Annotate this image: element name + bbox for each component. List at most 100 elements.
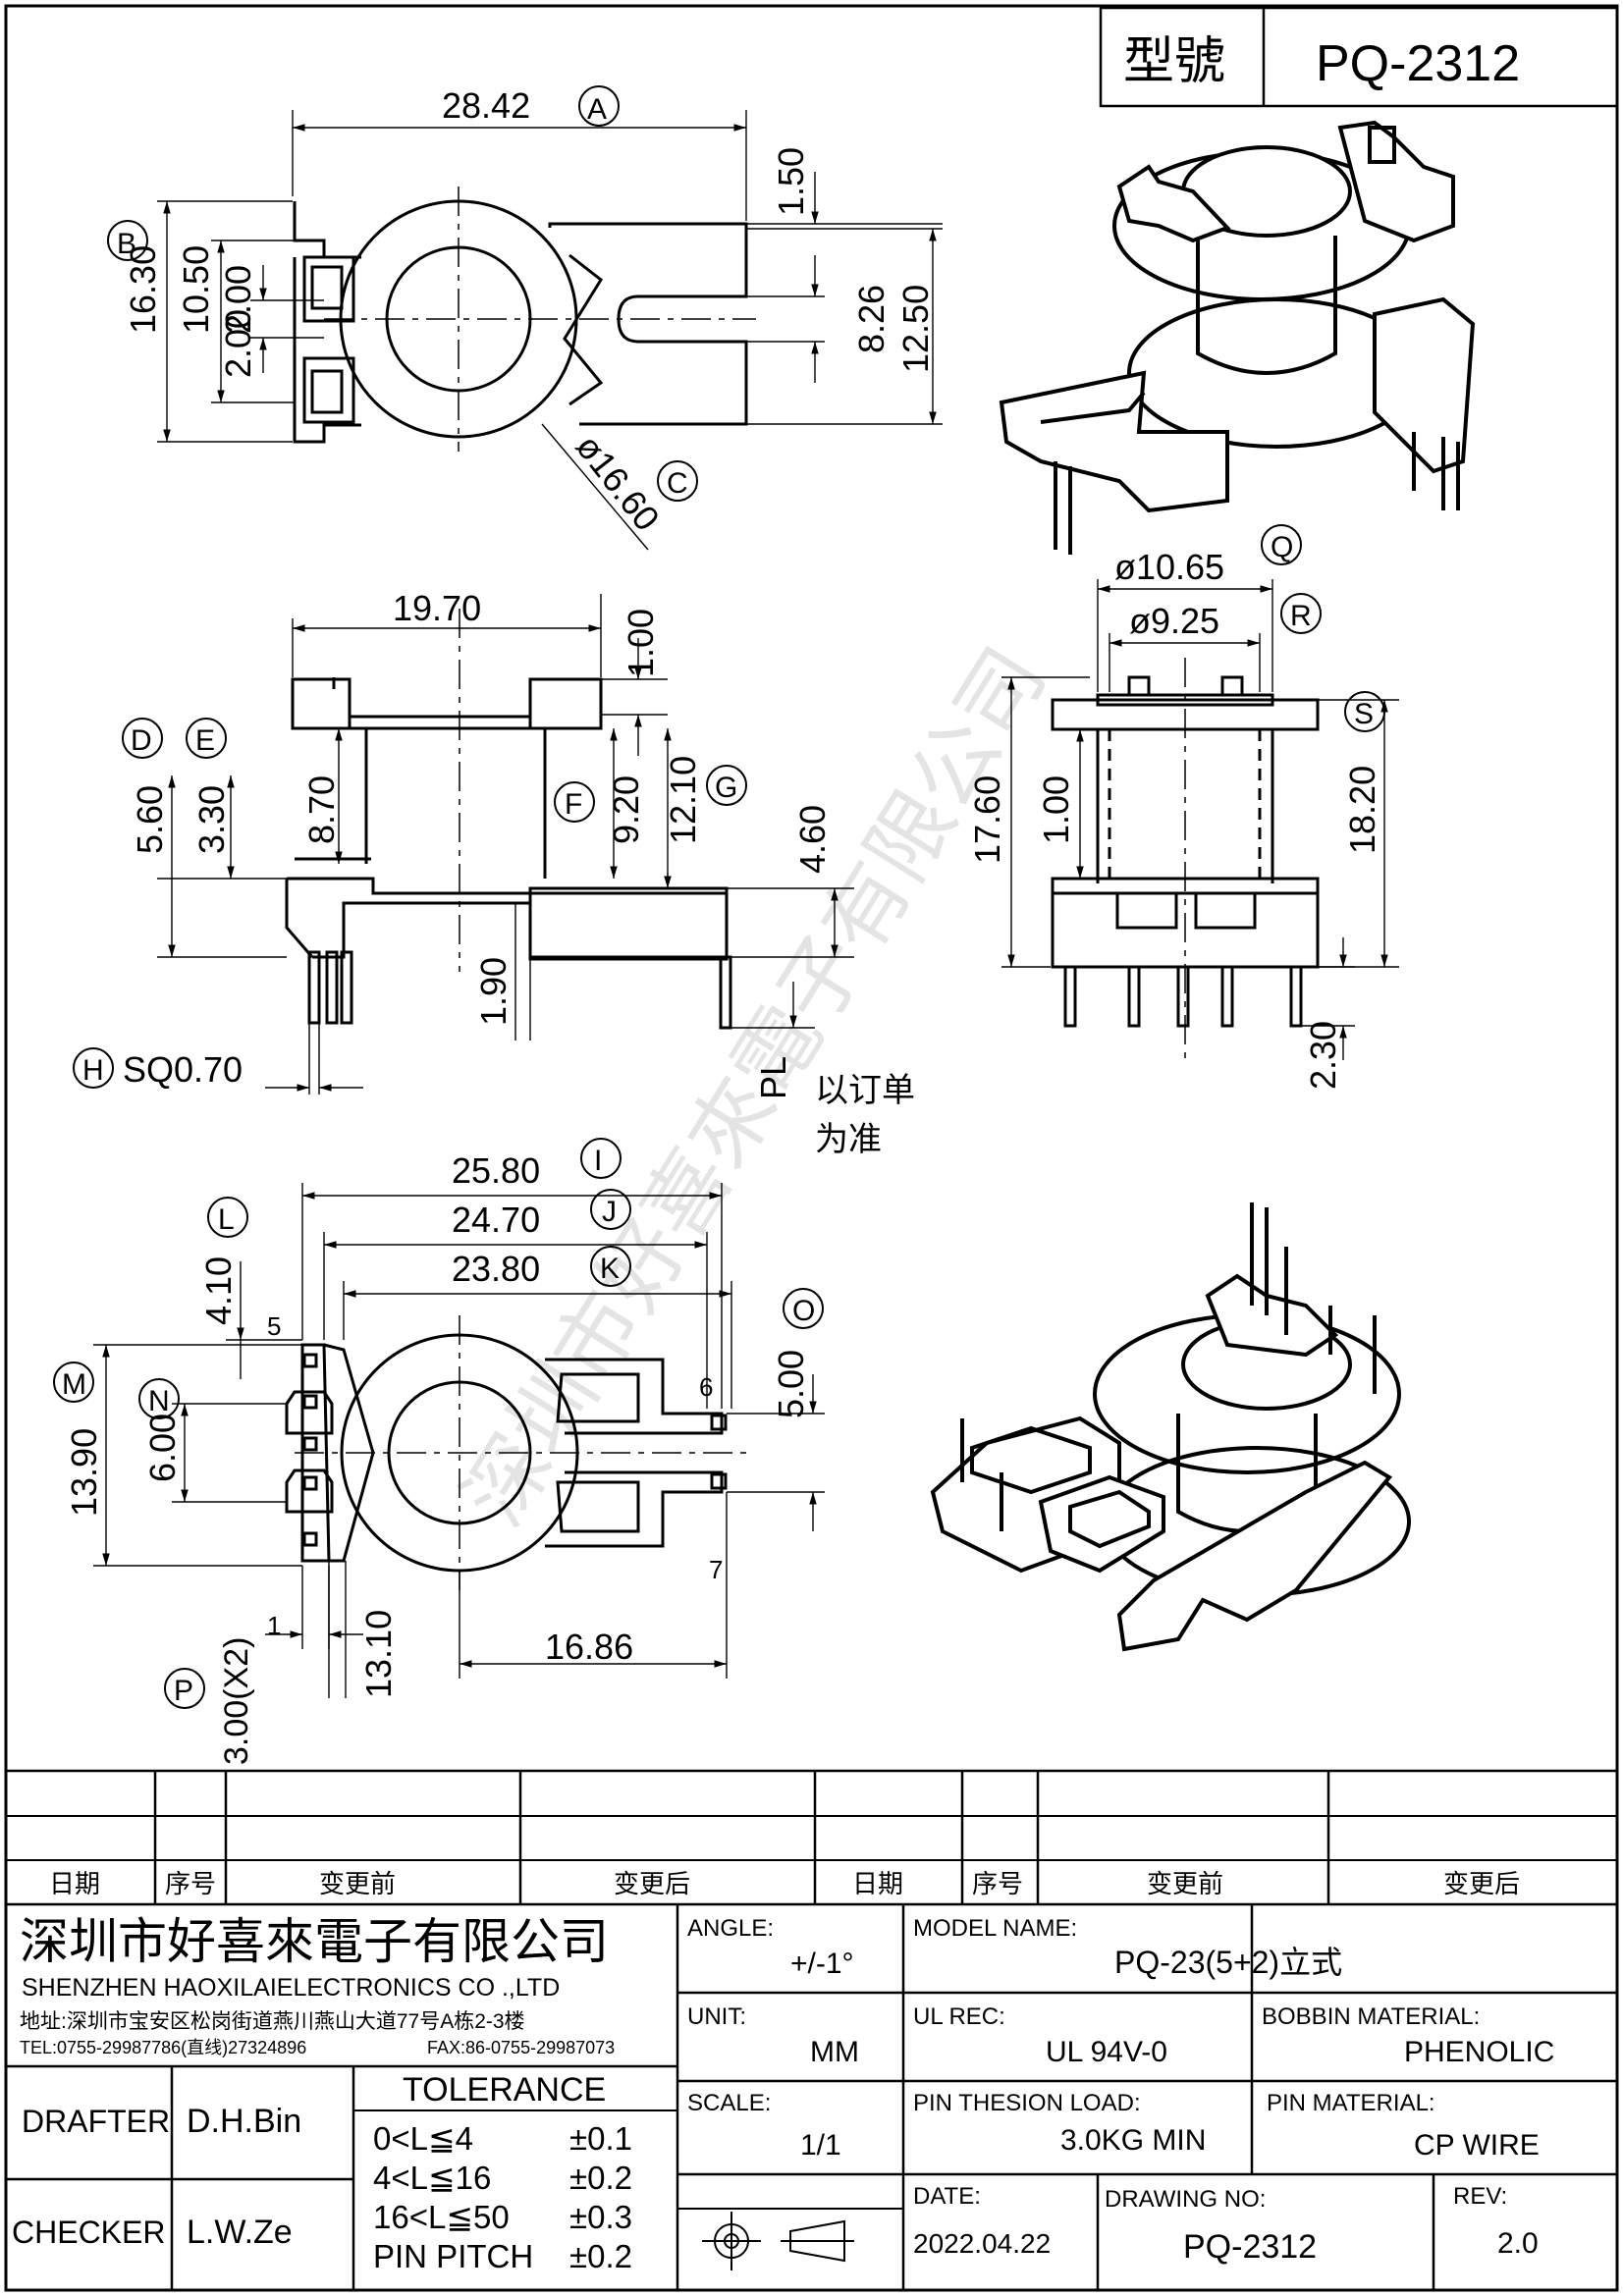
dim-m-tag: M (62, 1368, 86, 1401)
model-name-value: PQ-23(5+2)立式 (1114, 1945, 1342, 1980)
dim-k: 23.80 (452, 1249, 540, 1289)
unit-label: UNIT: (687, 2003, 746, 2030)
rev-header-after-1: 变更后 (614, 1869, 690, 1898)
checker-name: L.W.Ze (187, 2214, 293, 2251)
scale-label: SCALE: (687, 2090, 771, 2116)
unit-value: MM (810, 2036, 859, 2068)
dim-j: 24.70 (452, 1200, 540, 1240)
company-address: 地址:深圳市宝安区松岗街道燕川燕山大道77号A栋2-3楼 (20, 2010, 525, 2033)
dim-l-tag: L (218, 1203, 235, 1236)
dim-h-tag: H (82, 1054, 104, 1087)
dim-r-tag: R (1290, 600, 1312, 632)
revision-table (6, 1769, 1617, 1906)
pin-1: 1 (267, 1611, 281, 1640)
dim-150: 1.50 (771, 147, 811, 216)
front-view-dims (157, 594, 854, 1095)
iso-view-bottom (930, 1202, 1411, 1652)
dim-n: 6.00 (142, 1414, 183, 1482)
tolerance-range-2: 4<L≦16 (373, 2160, 491, 2196)
rev-header-date-2: 日期 (852, 1869, 903, 1898)
tolerance-range-3: 16<L≦50 (373, 2199, 510, 2235)
dim-1686: 16.86 (545, 1627, 633, 1667)
date-label: DATE: (913, 2183, 981, 2210)
dim-j-tag: J (602, 1196, 617, 1228)
drawing-no-label: DRAWING NO: (1105, 2186, 1266, 2213)
dim-p-tag: P (174, 1675, 193, 1707)
dim-a-tag: A (587, 93, 607, 126)
company-block: 深圳市好喜來電子有限公司 SHENZHEN HAOXILAIELECTRONIC… (20, 1914, 615, 2057)
rev-header-seq-2: 序号 (972, 1869, 1023, 1898)
top-view-dims (157, 110, 943, 551)
dim-e: 3.30 (191, 785, 232, 854)
dim-s-tag: S (1354, 698, 1374, 730)
angle-value: +/-1° (790, 1948, 854, 1980)
dim-q: ø10.65 (1114, 547, 1224, 587)
company-name-cn: 深圳市好喜來電子有限公司 (20, 1914, 609, 1969)
dim-b-tag: B (117, 228, 136, 260)
dim-460: 4.60 (792, 805, 833, 874)
model-value: PQ-2312 (1316, 35, 1520, 92)
drawing-frame (4, 4, 1619, 2292)
front-view-dim-text: 19.70 1.00 D E 5.60 3.30 8.70 F 9.20 12.… (73, 588, 915, 1158)
dim-s: 18.20 (1342, 766, 1382, 854)
pl-note-1: 以订单 (815, 1072, 915, 1109)
dim-1050: 10.50 (176, 245, 216, 334)
dim-pl: PL (753, 1056, 793, 1099)
dim-1310: 13.10 (358, 1610, 399, 1698)
spec-block: ANGLE: +/-1° UNIT: MM SCALE: 1/1 MODEL N… (687, 1915, 1554, 2266)
front-view (285, 609, 732, 1030)
model-title-box: 型號 PQ-2312 (1099, 6, 1619, 108)
revision-table-headers: 日期 序号 变更前 变更后 日期 序号 变更前 变更后 (49, 1869, 1520, 1898)
dim-m: 13.90 (64, 1428, 104, 1517)
dim-g: 12.10 (663, 756, 703, 844)
bottom-view (285, 1315, 746, 1590)
drawing-no-value: PQ-2312 (1183, 2228, 1317, 2266)
dim-l: 4.10 (198, 1256, 239, 1325)
dim-e-tag: E (195, 724, 215, 757)
top-view (293, 187, 756, 452)
dim-o-tag: O (792, 1295, 815, 1327)
bottom-view-dim-text: 25.80 I 24.70 J 23.80 K L 4.10 5 M 13.90… (53, 1138, 824, 1765)
date-value: 2022.04.22 (913, 2228, 1051, 2259)
tolerance-range-4: PIN PITCH (373, 2238, 533, 2274)
angle-label: ANGLE: (687, 1915, 774, 1942)
dim-k-tag: K (600, 1253, 620, 1285)
iso-view-top (999, 120, 1476, 555)
company-name-en: SHENZHEN HAOXILAIELECTRONICS CO .,LTD (22, 1974, 560, 2002)
scale-value: 1/1 (800, 2129, 841, 2162)
dim-p: 3.00(X2) (218, 1637, 255, 1765)
dim-100a: 1.00 (621, 609, 661, 677)
bottom-view-dims (93, 1183, 825, 1698)
dim-190: 1.90 (473, 957, 514, 1026)
rev-header-seq-1: 序号 (165, 1869, 216, 1898)
checker-label: CHECKER (12, 2215, 165, 2250)
tolerance-title: TOLERANCE (403, 2071, 606, 2109)
title-block-grid (6, 1904, 1617, 2290)
ul-rec-label: UL REC: (913, 2003, 1005, 2030)
dim-1760: 17.60 (967, 775, 1007, 864)
dim-d-tag: D (131, 724, 152, 757)
company-fax: FAX:86-0755-29987073 (427, 2038, 615, 2057)
dim-c-tag: C (667, 467, 688, 500)
model-name-label: MODEL NAME: (913, 1915, 1077, 1942)
rev-header-before-1: 变更前 (319, 1869, 396, 1898)
dim-r: ø9.25 (1129, 601, 1219, 641)
dim-c: ø16.60 (568, 427, 668, 539)
pin-5: 5 (267, 1311, 281, 1341)
tolerance-value-2: ±0.2 (569, 2160, 632, 2196)
dim-1250: 12.50 (895, 285, 936, 373)
dim-826: 8.26 (851, 285, 892, 353)
pin-material-value: CP WIRE (1414, 2129, 1540, 2162)
rev-header-before-2: 变更前 (1147, 1869, 1223, 1898)
pin-material-label: PIN MATERIAL: (1267, 2090, 1435, 2116)
dim-q-tag: Q (1271, 531, 1293, 563)
dim-1970: 19.70 (393, 588, 481, 628)
dim-230: 2.30 (1303, 1021, 1343, 1090)
dim-200a: 2.00 (218, 265, 258, 334)
rev-header-after-2: 变更后 (1443, 1869, 1520, 1898)
side-view-dims (1001, 579, 1399, 1060)
drafter-name: D.H.Bin (187, 2103, 301, 2140)
rev-label: REV: (1453, 2183, 1507, 2210)
dim-100b: 1.00 (1036, 775, 1076, 844)
